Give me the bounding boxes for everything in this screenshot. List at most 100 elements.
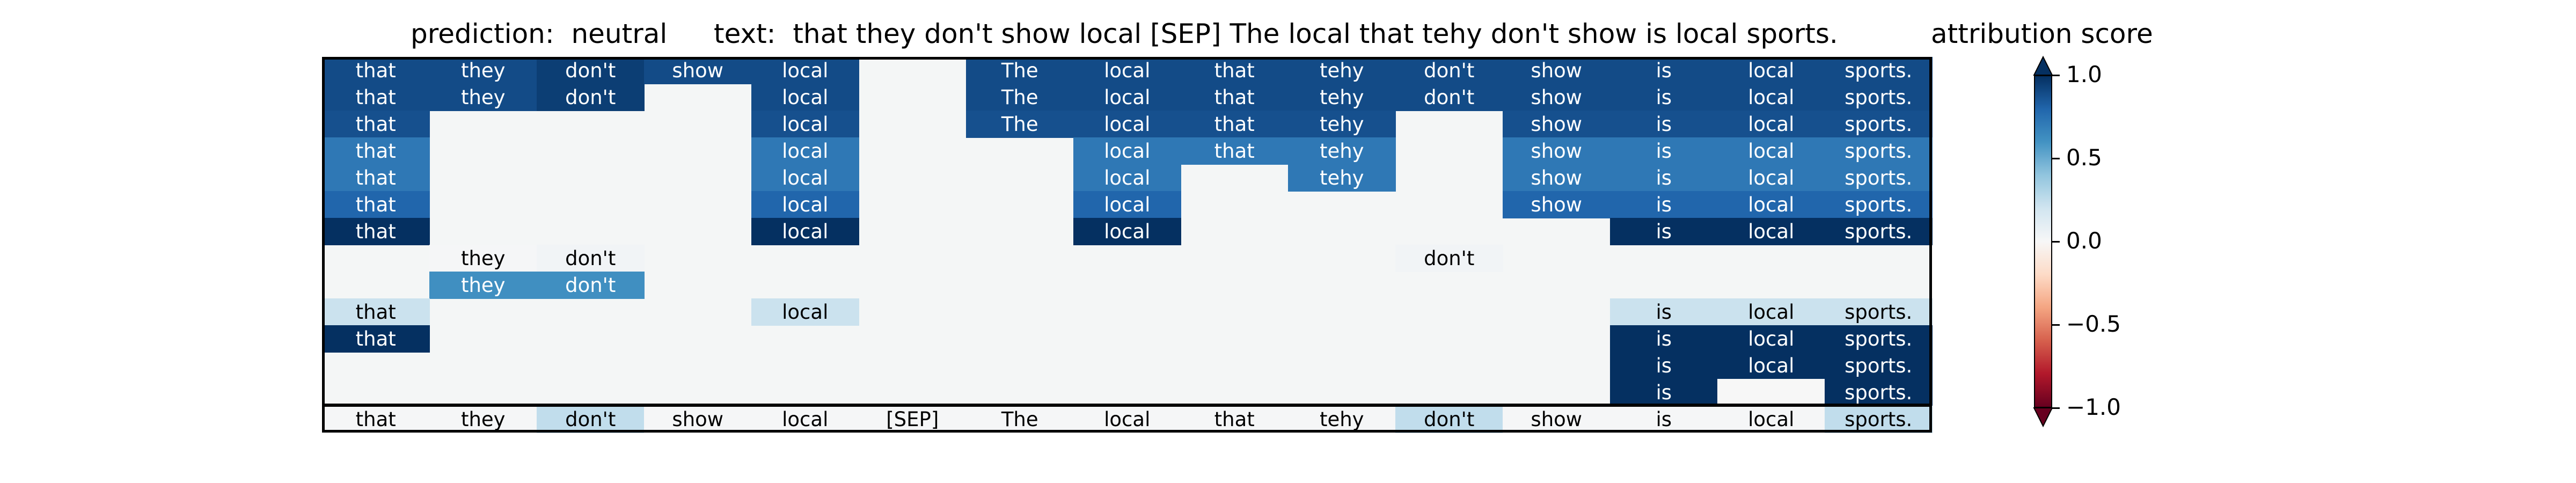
summary-cell: local — [751, 406, 859, 433]
colorbar-title: attribution score — [1931, 18, 2153, 49]
heatmap-cell: show — [1503, 164, 1611, 192]
heatmap-cell: tehy — [1288, 57, 1396, 84]
summary-cell: don't — [537, 406, 645, 433]
heatmap-cell: they — [429, 57, 537, 84]
heatmap-cell: is — [1610, 325, 1718, 353]
colorbar-tick — [2052, 158, 2060, 159]
heatmap-cell: local — [751, 137, 859, 165]
heatmap-cell: that — [322, 164, 430, 192]
heatmap-cell: tehy — [1288, 137, 1396, 165]
heatmap-cell: is — [1610, 298, 1718, 326]
heatmap-cell: that — [322, 191, 430, 218]
colorbar-tick-label: 1.0 — [2066, 61, 2102, 87]
heatmap-cell: local — [1717, 191, 1825, 218]
heatmap-cell — [1717, 379, 1825, 406]
heatmap-cell: sports. — [1825, 57, 1933, 84]
heatmap-cell: sports. — [1825, 352, 1933, 379]
heatmap-cell: is — [1610, 57, 1718, 84]
heatmap-cell: sports. — [1825, 191, 1933, 218]
heatmap-cell: is — [1610, 379, 1718, 406]
heatmap-cell: The — [966, 84, 1074, 111]
heatmap-cell: local — [1073, 191, 1181, 218]
heatmap-cell: local — [1073, 111, 1181, 138]
heatmap-cell: local — [751, 57, 859, 84]
heatmap-cell: don't — [537, 245, 645, 272]
colorbar-tick-label: −0.5 — [2066, 311, 2121, 337]
heatmap-cell: that — [1181, 57, 1289, 84]
heatmap-cell: don't — [537, 84, 645, 111]
heatmap-cell: is — [1610, 84, 1718, 111]
heatmap-cell: that — [322, 218, 430, 245]
heatmap-cell: don't — [537, 272, 645, 299]
heatmap-cell: show — [1503, 191, 1611, 218]
heatmap-cell: show — [1503, 137, 1611, 165]
colorbar-top-arrow — [2033, 55, 2053, 76]
heatmap-cell: sports. — [1825, 137, 1933, 165]
summary-cell: local — [1073, 406, 1181, 433]
heatmap-cell: local — [751, 164, 859, 192]
colorbar-tick — [2052, 324, 2060, 326]
heatmap-cell: show — [1503, 84, 1611, 111]
heatmap-cell: sports. — [1825, 84, 1933, 111]
heatmap-cell: that — [1181, 137, 1289, 165]
heatmap-cell: that — [1181, 111, 1289, 138]
summary-cell: that — [322, 406, 430, 433]
colorbar-tick — [2052, 75, 2060, 76]
heatmap-cell: local — [1073, 84, 1181, 111]
heatmap-cell: local — [751, 111, 859, 138]
heatmap-cell: local — [1717, 325, 1825, 353]
heatmap-cell: is — [1610, 352, 1718, 379]
heatmap-cell: local — [1717, 111, 1825, 138]
heatmap-cell: is — [1610, 191, 1718, 218]
colorbar-tick — [2052, 241, 2060, 243]
heatmap-cell: show — [1503, 111, 1611, 138]
heatmap-cell: they — [429, 84, 537, 111]
heatmap-cell: is — [1610, 111, 1718, 138]
heatmap-cell: local — [1717, 84, 1825, 111]
heatmap-cell: local — [1073, 57, 1181, 84]
heatmap-cell: don't — [1395, 245, 1503, 272]
heatmap-cell: tehy — [1288, 164, 1396, 192]
heatmap-cell: sports. — [1825, 379, 1933, 406]
colorbar-tick-label: 0.0 — [2066, 228, 2102, 254]
heatmap-cell: local — [1717, 137, 1825, 165]
summary-cell: tehy — [1288, 406, 1396, 433]
heatmap-cell: sports. — [1825, 298, 1933, 326]
heatmap-cell: don't — [1395, 57, 1503, 84]
heatmap-cell: is — [1610, 137, 1718, 165]
summary-cell: they — [429, 406, 537, 433]
summary-cell: local — [1717, 406, 1825, 433]
colorbar-bottom-arrow — [2033, 407, 2053, 428]
heatmap-cell: show — [1503, 57, 1611, 84]
heatmap-cell: local — [1073, 218, 1181, 245]
summary-cell: [SEP] — [859, 406, 967, 433]
heatmap-cell: that — [322, 84, 430, 111]
heatmap-cell: that — [322, 325, 430, 353]
heatmap-cell: that — [322, 57, 430, 84]
heatmap-cell: that — [322, 111, 430, 138]
heatmap-cell: that — [1181, 84, 1289, 111]
summary-cell: The — [966, 406, 1074, 433]
heatmap-cell: they — [429, 272, 537, 299]
heatmap-cell: local — [751, 191, 859, 218]
colorbar — [2034, 75, 2052, 408]
heatmap-cell: The — [966, 111, 1074, 138]
text-title: text: that they don't show local [SEP] T… — [714, 18, 1838, 49]
heatmap-cell: local — [1717, 218, 1825, 245]
colorbar-tick-label: 0.5 — [2066, 144, 2102, 171]
heatmap-cell: local — [1717, 352, 1825, 379]
heatmap-cell: sports. — [1825, 218, 1933, 245]
heatmap-cell: local — [1717, 164, 1825, 192]
summary-separator — [322, 404, 1932, 407]
heatmap-cell: don't — [1395, 84, 1503, 111]
heatmap-cell: local — [751, 298, 859, 326]
colorbar-tick-label: −1.0 — [2066, 394, 2121, 420]
heatmap-cell: that — [322, 298, 430, 326]
heatmap-cell: sports. — [1825, 111, 1933, 138]
heatmap-cell: sports. — [1825, 325, 1933, 353]
colorbar-tick — [2052, 407, 2060, 409]
heatmap-cell: don't — [537, 57, 645, 84]
prediction-title: prediction: neutral — [411, 18, 668, 49]
heatmap-cell: tehy — [1288, 111, 1396, 138]
heatmap-cell: tehy — [1288, 84, 1396, 111]
